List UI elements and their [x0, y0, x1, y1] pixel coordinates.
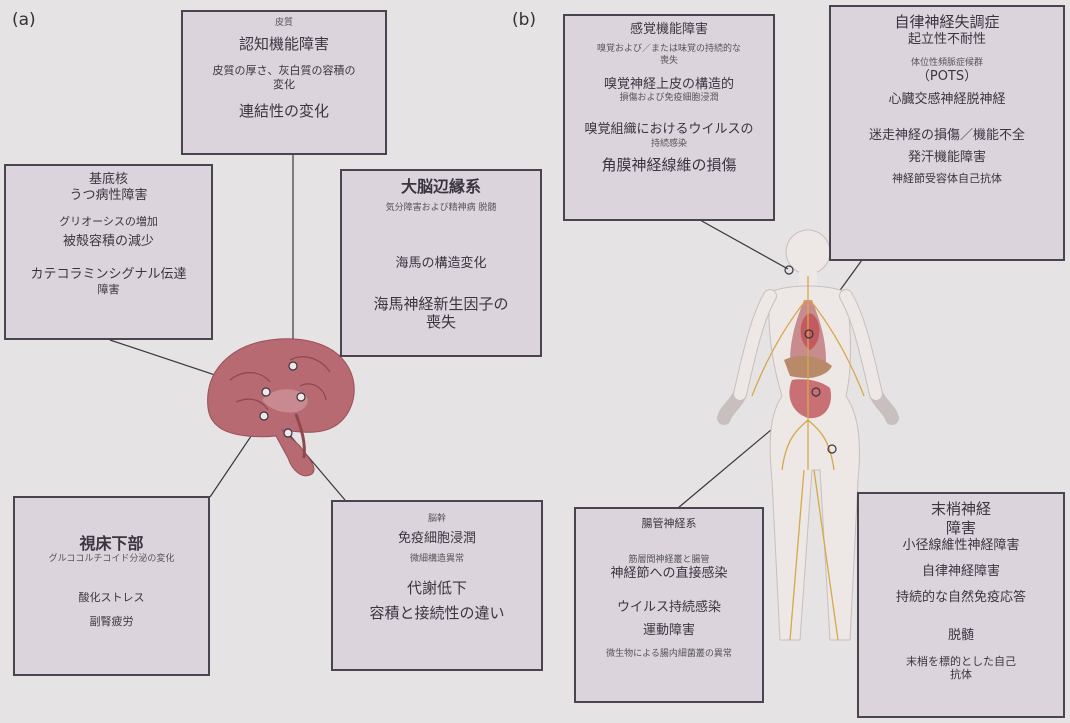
- basal-ganglia-line: 被殻容積の減少: [62, 234, 154, 250]
- hypothalamus-line: 酸化ストレス: [78, 591, 145, 605]
- enteric-header: 腸管神経系: [641, 517, 697, 530]
- peripheral-line: 小径線維性神経障害: [902, 537, 1020, 553]
- peripheral-line: 脱髄: [947, 628, 974, 644]
- brainstem-line: 代謝低下: [406, 578, 467, 597]
- peripheral-line: 自律神経障害: [921, 563, 1000, 579]
- autonomic-line: 神経節受容体自己抗体: [892, 172, 1002, 186]
- sensory-line: 嗅覚および／または味覚の持続的な: [596, 44, 741, 55]
- cortex-box: 皮質 認知機能障害 皮質の厚さ、灰白質の容積の 変化 連結性の変化: [181, 10, 387, 155]
- sensory-box: 感覚機能障害 嗅覚および／または味覚の持続的な 喪失 嗅覚神経上皮の構造的 損傷…: [563, 14, 775, 221]
- brain-illustration: [207, 338, 355, 477]
- limbic-header: 大脳辺縁系: [400, 177, 481, 196]
- peripheral-line: 持続的な自然免疫応答: [895, 590, 1026, 605]
- sensory-line: 嗅覚組織におけるウイルスの: [584, 122, 754, 138]
- basal-ganglia-box: 基底核 うつ病性障害 グリオーシスの増加 被殻容積の減少 カテコラミンシグナル伝…: [4, 164, 213, 340]
- peripheral-line: 障害: [945, 518, 976, 537]
- cortex-line: 連結性の変化: [238, 101, 329, 120]
- panel-label-b: (b): [512, 10, 537, 30]
- sensory-line: 喪失: [659, 55, 678, 66]
- hypothalamus-header: 視床下部: [79, 534, 144, 553]
- autonomic-line: 心臓交感神経脱神経: [888, 91, 1006, 107]
- enteric-line: 筋層間神経叢と腸管: [628, 554, 710, 565]
- limbic-line: 気分障害および精神病 脱髄: [385, 203, 497, 213]
- limbic-line: 喪失: [425, 313, 456, 332]
- peripheral-header: 末梢神経: [930, 500, 991, 518]
- limbic-line: 海馬の構造変化: [395, 256, 487, 272]
- sensory-line: 持続感染: [650, 138, 687, 149]
- basal-ganglia-line: カテコラミンシグナル伝達: [30, 266, 187, 282]
- sensory-line: 角膜神経線維の損傷: [601, 155, 737, 174]
- peripheral-box: 末梢神経 障害 小径線維性神経障害 自律神経障害 持続的な自然免疫応答 脱髄 末…: [857, 492, 1065, 718]
- hypothalamus-line: グルココルチコイド分泌の変化: [48, 554, 175, 564]
- autonomic-line: （POTS）: [916, 69, 978, 85]
- basal-ganglia-line: グリオーシスの増加: [59, 214, 158, 228]
- autonomic-line: 体位性頻脈症候群: [910, 58, 983, 68]
- autonomic-line: 発汗機能障害: [907, 150, 986, 165]
- autonomic-line: 起立性不耐性: [907, 31, 986, 47]
- panel-label-a: (a): [12, 10, 36, 30]
- sensory-line: 嗅覚神経上皮の構造的: [603, 76, 734, 92]
- hypothalamus-line: 副腎疲労: [89, 615, 134, 628]
- autonomic-line: 迷走神経の損傷／機能不全: [868, 127, 1025, 143]
- cortex-line: 皮質の厚さ、灰白質の容積の: [212, 64, 356, 77]
- basal-ganglia-line: 障害: [97, 282, 120, 296]
- cortex-line: 変化: [273, 77, 295, 91]
- basal-ganglia-line: うつ病性障害: [69, 188, 148, 204]
- brainstem-box: 脳幹 免疫細胞浸潤 微細構造異常 代謝低下 容積と接続性の違い: [331, 500, 543, 671]
- enteric-line: ウイルス持続感染: [616, 600, 721, 616]
- autonomic-box: 自律神経失調症 起立性不耐性 体位性頻脈症候群 （POTS） 心臓交感神経脱神経…: [829, 5, 1065, 261]
- peripheral-line: 末梢を標的とした自己: [906, 654, 1016, 668]
- enteric-line: 神経節への直接感染: [610, 566, 728, 581]
- sensory-line: 損傷および免疫細胞浸潤: [619, 93, 719, 103]
- enteric-box: 腸管神経系 筋層間神経叢と腸管 神経節への直接感染 ウイルス持続感染 運動障害 …: [574, 507, 764, 703]
- autonomic-header: 自律神経失調症: [894, 13, 1000, 31]
- hypothalamus-box: 視床下部 グルココルチコイド分泌の変化 酸化ストレス 副腎疲労: [13, 496, 210, 676]
- brainstem-line: 容積と接続性の違い: [369, 603, 505, 622]
- cortex-header: 皮質: [274, 18, 293, 28]
- limbic-line: 海馬神経新生因子の: [373, 294, 509, 313]
- basal-ganglia-header: 基底核: [88, 172, 128, 187]
- enteric-line: 微生物による腸内細菌叢の異常: [606, 648, 732, 659]
- limbic-box: 大脳辺縁系 気分障害および精神病 脱髄 海馬の構造変化 海馬神経新生因子の 喪失: [340, 169, 542, 357]
- cortex-line: 認知機能障害: [238, 35, 329, 54]
- sensory-header: 感覚機能障害: [629, 22, 708, 37]
- enteric-line: 運動障害: [642, 622, 695, 638]
- peripheral-line: 抗体: [950, 668, 972, 682]
- brainstem-line: 免疫細胞浸潤: [397, 531, 476, 547]
- brainstem-line: 微細構造異常: [409, 553, 464, 564]
- brainstem-header: 脳幹: [427, 514, 446, 524]
